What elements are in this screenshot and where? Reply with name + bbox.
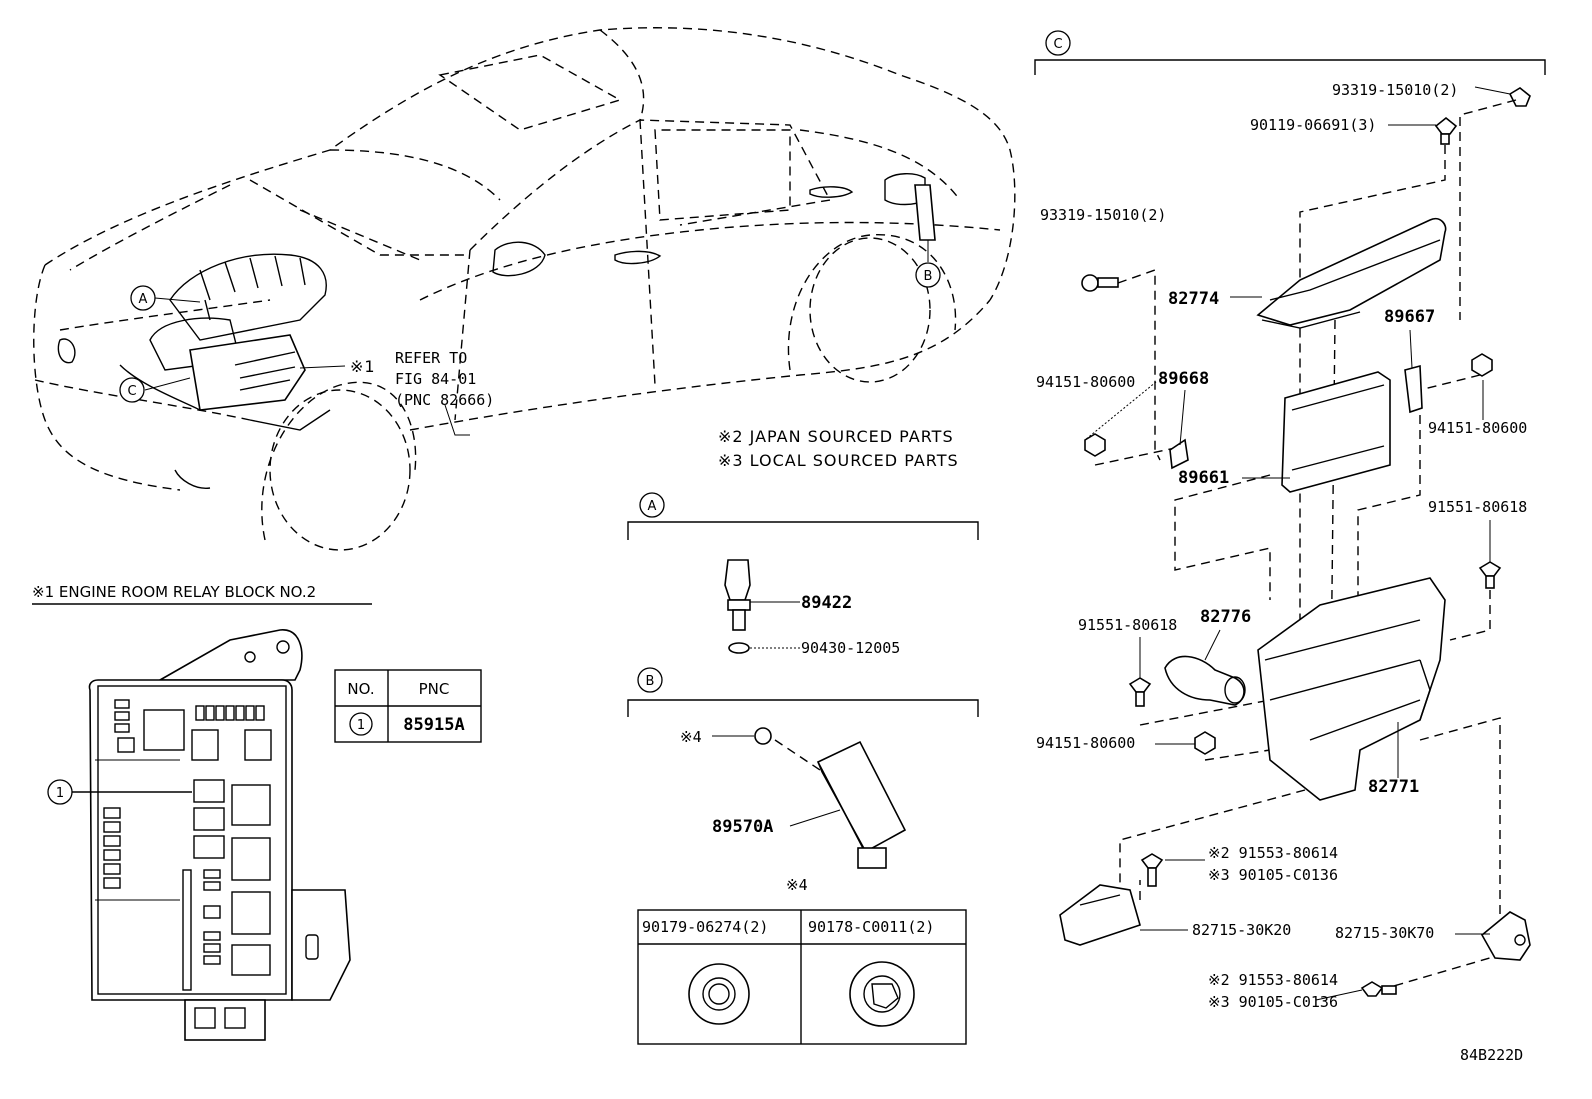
part-94151-80600-bottom[interactable]: 94151-80600 <box>1036 734 1135 752</box>
pnc-col-no: NO. <box>347 680 374 698</box>
part-89422[interactable]: 89422 <box>801 593 852 613</box>
part-94151-80600-left[interactable]: 94151-80600 <box>1036 373 1135 391</box>
section-a: A <box>627 492 979 654</box>
part-89661[interactable]: 89661 <box>1178 468 1229 488</box>
nut-col-2[interactable]: 90178-C0011(2) <box>808 918 934 936</box>
part-90430-12005[interactable]: 90430-12005 <box>801 639 900 657</box>
part-82771[interactable]: 82771 <box>1368 777 1419 797</box>
part-94151-80600-right[interactable]: 94151-80600 <box>1428 419 1527 437</box>
part-91553-80614-a[interactable]: ※2 91553-80614 <box>1208 844 1338 862</box>
refer-line-3: (PNC 82666) <box>395 391 494 409</box>
svg-text:C: C <box>127 384 136 399</box>
nut-col-1[interactable]: 90179-06274(2) <box>642 918 768 936</box>
mark-4-b: ※4 <box>680 728 702 746</box>
part-90119-06691[interactable]: 90119-06691(3) <box>1250 116 1376 134</box>
part-89668[interactable]: 89668 <box>1158 369 1209 389</box>
callout-c-section <box>1045 30 1071 56</box>
svg-text:B: B <box>646 674 655 689</box>
callout-a-section <box>639 492 665 518</box>
part-89667[interactable]: 89667 <box>1384 307 1435 327</box>
part-82715-30K20[interactable]: 82715-30K20 <box>1192 921 1291 939</box>
part-90105-C0136-b[interactable]: ※3 90105-C0136 <box>1208 993 1338 1011</box>
part-82776[interactable]: 82776 <box>1200 607 1251 627</box>
svg-text:1: 1 <box>56 786 64 801</box>
section-b: B <box>627 667 979 869</box>
relay-block-drawing <box>72 629 351 1041</box>
japan-note: ※2 JAPAN SOURCED PARTS <box>718 427 954 446</box>
part-93319-15010-left[interactable]: 93319-15010(2) <box>1040 206 1166 224</box>
part-82774[interactable]: 82774 <box>1168 289 1219 309</box>
refer-line-2: FIG 84-01 <box>395 370 476 388</box>
part-91551-80618-right[interactable]: 91551-80618 <box>1428 498 1527 516</box>
part-90105-C0136-a[interactable]: ※3 90105-C0136 <box>1208 866 1338 884</box>
svg-text:A: A <box>139 292 148 307</box>
svg-text:C: C <box>1053 37 1062 52</box>
svg-text:A: A <box>648 499 657 514</box>
callout-a-car[interactable]: A <box>130 285 156 311</box>
callout-1[interactable]: 1 <box>47 779 73 805</box>
part-82715-30K70[interactable]: 82715-30K70 <box>1335 924 1434 942</box>
mark-1-label: ※1 <box>350 357 376 376</box>
part-91551-80618-left[interactable]: 91551-80618 <box>1078 616 1177 634</box>
pnc-table: NO. PNC 1 85915A <box>334 669 482 743</box>
svg-text:B: B <box>924 269 933 284</box>
pnc-row-no: 1 <box>357 718 365 733</box>
nut-table: ※4 <box>637 876 967 1045</box>
local-note: ※3 LOCAL SOURCED PARTS <box>718 451 959 470</box>
relay-block-title: ※1 ENGINE ROOM RELAY BLOCK NO.2 <box>32 583 316 601</box>
pnc-row-value: 85915A <box>403 715 464 735</box>
callout-b-car[interactable]: B <box>915 262 941 288</box>
callout-b-section <box>637 667 663 693</box>
part-91553-80614-b[interactable]: ※2 91553-80614 <box>1208 971 1338 989</box>
car-illustration <box>33 27 1016 551</box>
refer-line-1: REFER TO <box>395 349 467 367</box>
pnc-col-pnc: PNC <box>419 680 450 698</box>
section-c-drawing: C <box>1034 30 1546 1001</box>
part-89570A[interactable]: 89570A <box>712 817 773 837</box>
part-93319-15010-top[interactable]: 93319-15010(2) <box>1332 81 1458 99</box>
svg-text:※4: ※4 <box>786 876 808 894</box>
diagram-code: 84B222D <box>1460 1046 1523 1064</box>
callout-c-car[interactable]: C <box>119 377 145 403</box>
